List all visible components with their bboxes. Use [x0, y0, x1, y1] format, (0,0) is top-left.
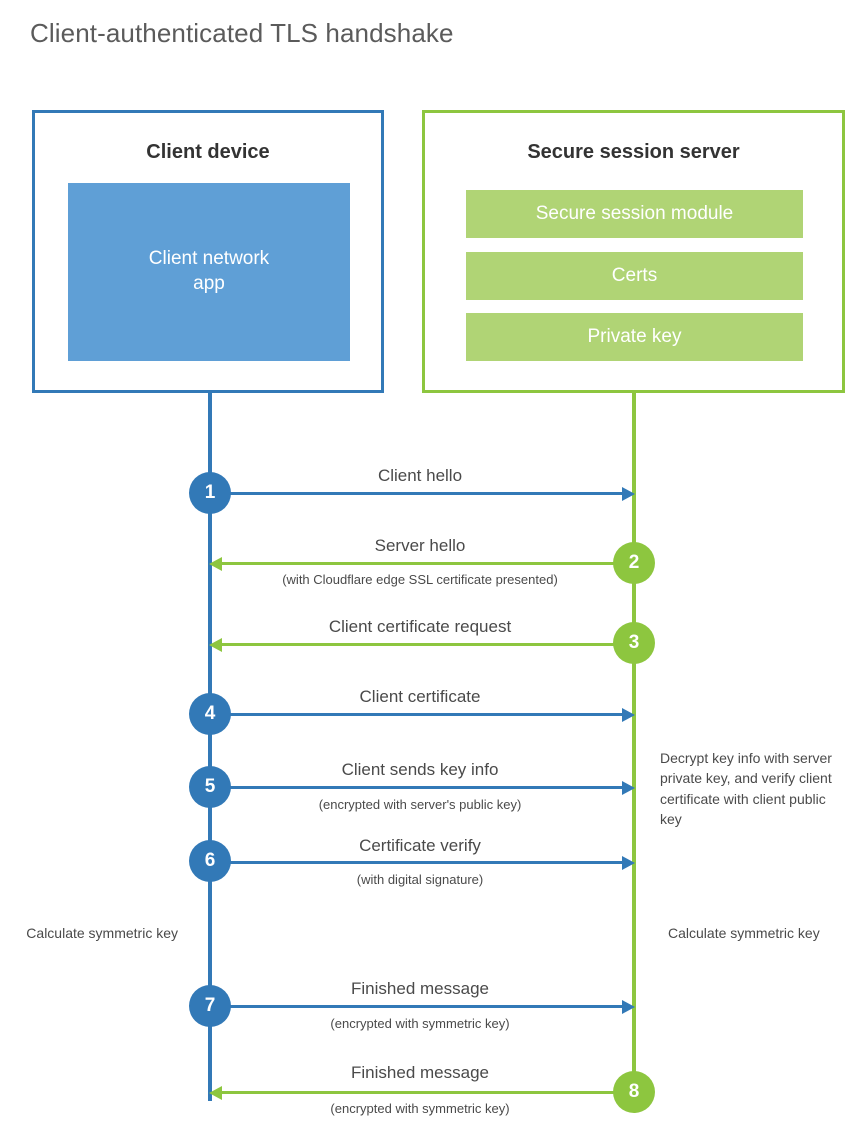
- step-2-number: 2: [628, 552, 640, 573]
- step-6-arrow-head-icon: [622, 856, 635, 870]
- step-6-sublabel: (with digital signature): [356, 872, 484, 887]
- client-network-app-block: Client network app: [68, 183, 350, 361]
- step-7-label: Finished message: [351, 979, 489, 998]
- server-decrypt-note: Decrypt key info with server private key…: [660, 750, 832, 827]
- step-1-label: Client hello: [377, 466, 463, 485]
- step-2-arrow-head-icon: [209, 557, 222, 571]
- server-component-label: Private key: [587, 326, 682, 347]
- step-3-label: Client certificate request: [328, 617, 512, 636]
- server-component-secure-session-module: Secure session module: [466, 190, 803, 238]
- server-component-label: Certs: [611, 265, 658, 286]
- step-2-sublabel: (with Cloudflare edge SSL certificate pr…: [282, 572, 558, 587]
- step-5-circle: 5: [189, 766, 231, 808]
- step-4-arrow-head-icon: [622, 708, 635, 722]
- step-8-arrow-head-icon: [209, 1086, 222, 1100]
- step-7-arrow-line: [210, 1005, 626, 1008]
- step-4-arrow-line: [210, 713, 626, 716]
- server-component-label: Secure session module: [535, 203, 734, 224]
- step-2-label: Server hello: [374, 536, 466, 555]
- step-8-arrow-line: [220, 1091, 634, 1094]
- step-3-circle: 3: [613, 622, 655, 664]
- step-7-sublabel: (encrypted with symmetric key): [330, 1016, 510, 1031]
- step-8-label: Finished message: [351, 1063, 489, 1082]
- step-2-arrow-line: [220, 562, 634, 565]
- step-5-number: 5: [204, 776, 216, 797]
- step-1-arrow-line: [210, 492, 626, 495]
- step-6-number: 6: [204, 850, 216, 871]
- client-lifeline: [208, 393, 212, 1101]
- client-calculate-symmetric-key-note: Calculate symmetric key: [26, 925, 178, 941]
- step-4-circle: 4: [189, 693, 231, 735]
- step-1-circle: 1: [189, 472, 231, 514]
- page-title: Client-authenticated TLS handshake: [30, 18, 454, 48]
- step-8-sublabel: (encrypted with symmetric key): [330, 1101, 510, 1116]
- client-network-app-label: Client network app: [148, 248, 270, 294]
- server-component-certs: Certs: [466, 252, 803, 300]
- step-8-circle: 8: [613, 1071, 655, 1113]
- step-6-circle: 6: [189, 840, 231, 882]
- step-7-number: 7: [204, 995, 216, 1016]
- step-5-arrow-line: [210, 786, 626, 789]
- client-device-title: Client device: [146, 141, 270, 163]
- step-5-label: Client sends key info: [341, 760, 499, 779]
- step-2-circle: 2: [613, 542, 655, 584]
- step-7-circle: 7: [189, 985, 231, 1027]
- client-device-box: Client device Client network app: [32, 110, 384, 393]
- step-5-arrow-head-icon: [622, 781, 635, 795]
- step-7-arrow-head-icon: [622, 1000, 635, 1014]
- step-3-number: 3: [628, 632, 640, 653]
- step-4-number: 4: [204, 703, 216, 724]
- server-lifeline: [632, 393, 636, 1093]
- step-6-label: Certificate verify: [359, 836, 481, 855]
- step-3-arrow-head-icon: [209, 638, 222, 652]
- step-4-label: Client certificate: [359, 687, 481, 706]
- secure-session-server-title: Secure session server: [527, 141, 740, 163]
- step-1-arrow-head-icon: [622, 487, 635, 501]
- step-5-sublabel: (encrypted with server's public key): [318, 797, 522, 812]
- server-component-private-key: Private key: [466, 313, 803, 361]
- step-6-arrow-line: [210, 861, 626, 864]
- step-1-number: 1: [204, 482, 216, 503]
- server-calculate-symmetric-key-note: Calculate symmetric key: [668, 925, 820, 941]
- secure-session-server-box: Secure session server Secure session mod…: [422, 110, 845, 393]
- step-3-arrow-line: [220, 643, 634, 646]
- step-8-number: 8: [628, 1081, 640, 1102]
